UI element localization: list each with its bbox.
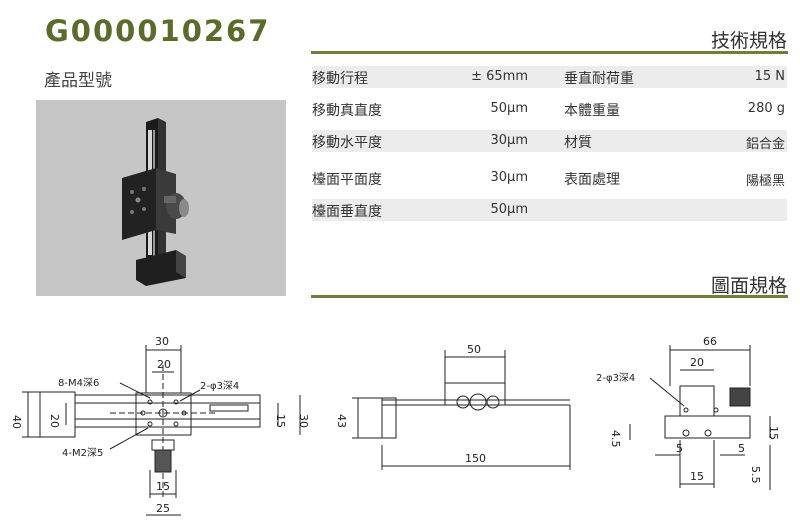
spec-label: 本體重量 bbox=[564, 103, 620, 119]
technical-drawing: 30 20 8-M4深6 2-φ3深4 4-M2深5 40 20 15 30 1… bbox=[10, 335, 780, 516]
dim-label: 20 bbox=[157, 358, 171, 371]
spec-value: 280 g bbox=[747, 101, 785, 116]
spec-label: 移動行程 bbox=[312, 71, 368, 87]
drawing-title: 圖面規格 bbox=[710, 275, 787, 297]
dim-label: 15 bbox=[767, 426, 780, 440]
spec-value: 30μm bbox=[490, 133, 528, 148]
spec-row: 檯面平面度 30μm 表面處理 陽極黑 bbox=[312, 167, 787, 189]
dim-label: 15 bbox=[274, 414, 287, 428]
dim-label: 20 bbox=[690, 356, 704, 369]
dim-label: 150 bbox=[465, 452, 486, 465]
dim-label: 50 bbox=[467, 343, 481, 356]
product-render-image bbox=[36, 100, 286, 296]
dim-label: 20 bbox=[48, 414, 61, 428]
dim-label: 4.5 bbox=[609, 430, 622, 448]
spec-row: 移動行程 ± 65mm 垂直耐荷重 15 N bbox=[312, 66, 787, 88]
spec-value: 30μm bbox=[490, 170, 528, 185]
spec-label: 檯面平面度 bbox=[312, 172, 382, 188]
spec-value: 鋁合金 bbox=[745, 137, 785, 152]
dim-label: 15 bbox=[690, 470, 704, 483]
callout-label: 2-φ3深4 bbox=[200, 380, 239, 392]
dim-label: 5 bbox=[676, 442, 683, 455]
dim-label: 66 bbox=[703, 335, 717, 348]
dim-label: 30 bbox=[297, 414, 310, 428]
specs-title: 技術規格 bbox=[710, 30, 787, 52]
spec-label: 檯面垂直度 bbox=[312, 204, 382, 220]
dim-label: 40 bbox=[10, 415, 23, 429]
spec-label: 移動真直度 bbox=[312, 103, 382, 119]
callout-label: 4-M2深5 bbox=[62, 447, 103, 459]
dim-label: 15 bbox=[156, 480, 170, 493]
spec-value: 50μm bbox=[490, 202, 528, 217]
dim-label: 30 bbox=[155, 335, 169, 348]
spec-row: 檯面垂直度 50μm bbox=[312, 199, 787, 221]
dim-label: 43 bbox=[335, 414, 348, 428]
spec-value: ± 65mm bbox=[471, 69, 528, 84]
spec-label: 材質 bbox=[564, 135, 592, 151]
spec-value: 15 N bbox=[754, 69, 785, 84]
spec-value: 50μm bbox=[490, 101, 528, 116]
spec-label: 垂直耐荷重 bbox=[564, 71, 634, 87]
specs-divider bbox=[311, 51, 788, 54]
dim-label: 5.5 bbox=[749, 466, 762, 484]
dim-label: 5 bbox=[738, 442, 745, 455]
callout-label: 8-M4深6 bbox=[58, 377, 99, 389]
spec-row: 移動真直度 50μm 本體重量 280 g bbox=[312, 98, 787, 120]
product-photo bbox=[36, 100, 286, 296]
model-label: 產品型號 bbox=[44, 71, 112, 91]
product-code: G000010267 bbox=[45, 14, 271, 48]
spec-row: 移動水平度 30μm 材質 鋁合金 bbox=[312, 130, 787, 152]
drawing-divider bbox=[311, 295, 788, 298]
dim-label: 25 bbox=[156, 502, 170, 515]
spec-label: 表面處理 bbox=[564, 172, 620, 188]
callout-label: 2-φ3深4 bbox=[596, 372, 635, 384]
spec-value: 陽極黑 bbox=[745, 174, 785, 189]
spec-label: 移動水平度 bbox=[312, 135, 382, 151]
